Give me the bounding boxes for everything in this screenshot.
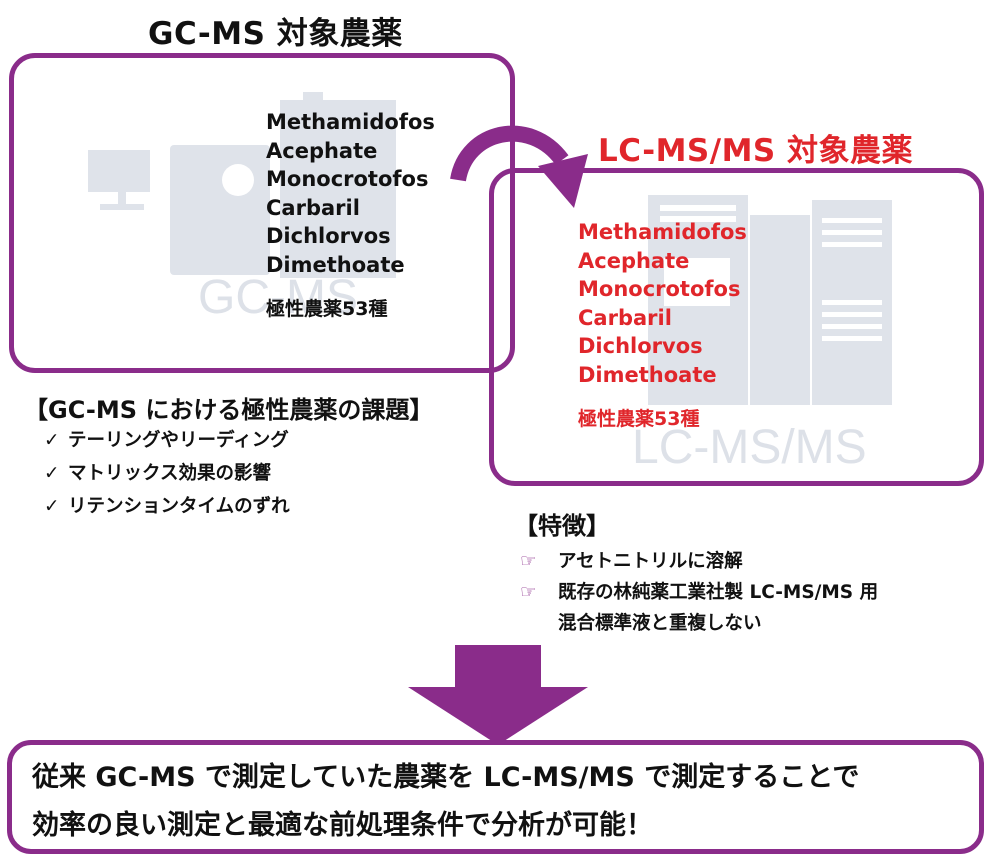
features-heading: 【特徴】 xyxy=(514,512,610,540)
list-item: Dichlorvos xyxy=(266,224,391,248)
pointing-hand-icon: ☞ xyxy=(520,551,537,572)
gcms-compound-list: Methamidofos Acephate Monocrotofos Carba… xyxy=(266,108,435,279)
check-icon: ✓ xyxy=(44,430,60,451)
list-item: Monocrotofos xyxy=(266,167,429,191)
list-item: Dimethoate xyxy=(266,252,405,277)
check-icon: ✓ xyxy=(44,463,60,484)
list-item: Dichlorvos xyxy=(578,334,703,358)
list-item: ✓テーリングやリーディング xyxy=(44,424,290,457)
list-item: ☞既存の林純薬工業社製 LC-MS/MS 用 xyxy=(520,577,878,608)
list-item: Dimethoate xyxy=(578,362,717,387)
list-item: Methamidofos xyxy=(578,220,747,244)
gcms-note: 極性農薬53種 xyxy=(266,298,388,320)
list-item: ✓リテンションタイムのずれ xyxy=(44,490,290,523)
conclusion-line-2: 効率の良い測定と最適な前処理条件で分析が可能！ xyxy=(32,810,653,841)
features-list: ☞アセトニトリルに溶解 ☞既存の林純薬工業社製 LC-MS/MS 用 混合標準液… xyxy=(520,546,878,639)
lcms-box xyxy=(489,168,984,486)
curved-arrow-icon xyxy=(450,125,588,208)
gcms-title: GC-MS 対象農薬 xyxy=(148,16,403,52)
list-item: Methamidofos xyxy=(266,110,435,134)
list-item: Acephate xyxy=(578,248,690,273)
list-item: Acephate xyxy=(266,138,378,163)
lcms-compound-list: Methamidofos Acephate Monocrotofos Carba… xyxy=(578,218,747,389)
list-item: Carbaril xyxy=(578,305,672,330)
lcms-watermark-label: LC-MS/MS xyxy=(632,421,867,474)
lcms-title: LC-MS/MS 対象農薬 xyxy=(598,133,914,169)
list-item: Monocrotofos xyxy=(578,277,741,301)
issues-heading: 【GC-MS における極性農薬の課題】 xyxy=(24,396,434,424)
down-arrow-icon xyxy=(408,645,588,745)
list-item: 混合標準液と重複しない xyxy=(558,613,762,634)
pointing-hand-icon: ☞ xyxy=(520,582,537,603)
issues-list: ✓テーリングやリーディング ✓マトリックス効果の影響 ✓リテンションタイムのずれ xyxy=(44,424,290,523)
lcms-note: 極性農薬53種 xyxy=(578,408,700,430)
gcms-box xyxy=(9,53,515,373)
gcms-watermark-label: GC-MS xyxy=(198,271,358,324)
conclusion-box xyxy=(7,740,984,854)
list-item: ✓マトリックス効果の影響 xyxy=(44,457,290,490)
list-item: ☞アセトニトリルに溶解 xyxy=(520,546,878,577)
conclusion-line-1: 従来 GC-MS で測定していた農薬を LC-MS/MS で測定することで xyxy=(32,762,860,793)
list-item: Carbaril xyxy=(266,195,360,220)
check-icon: ✓ xyxy=(44,496,60,517)
